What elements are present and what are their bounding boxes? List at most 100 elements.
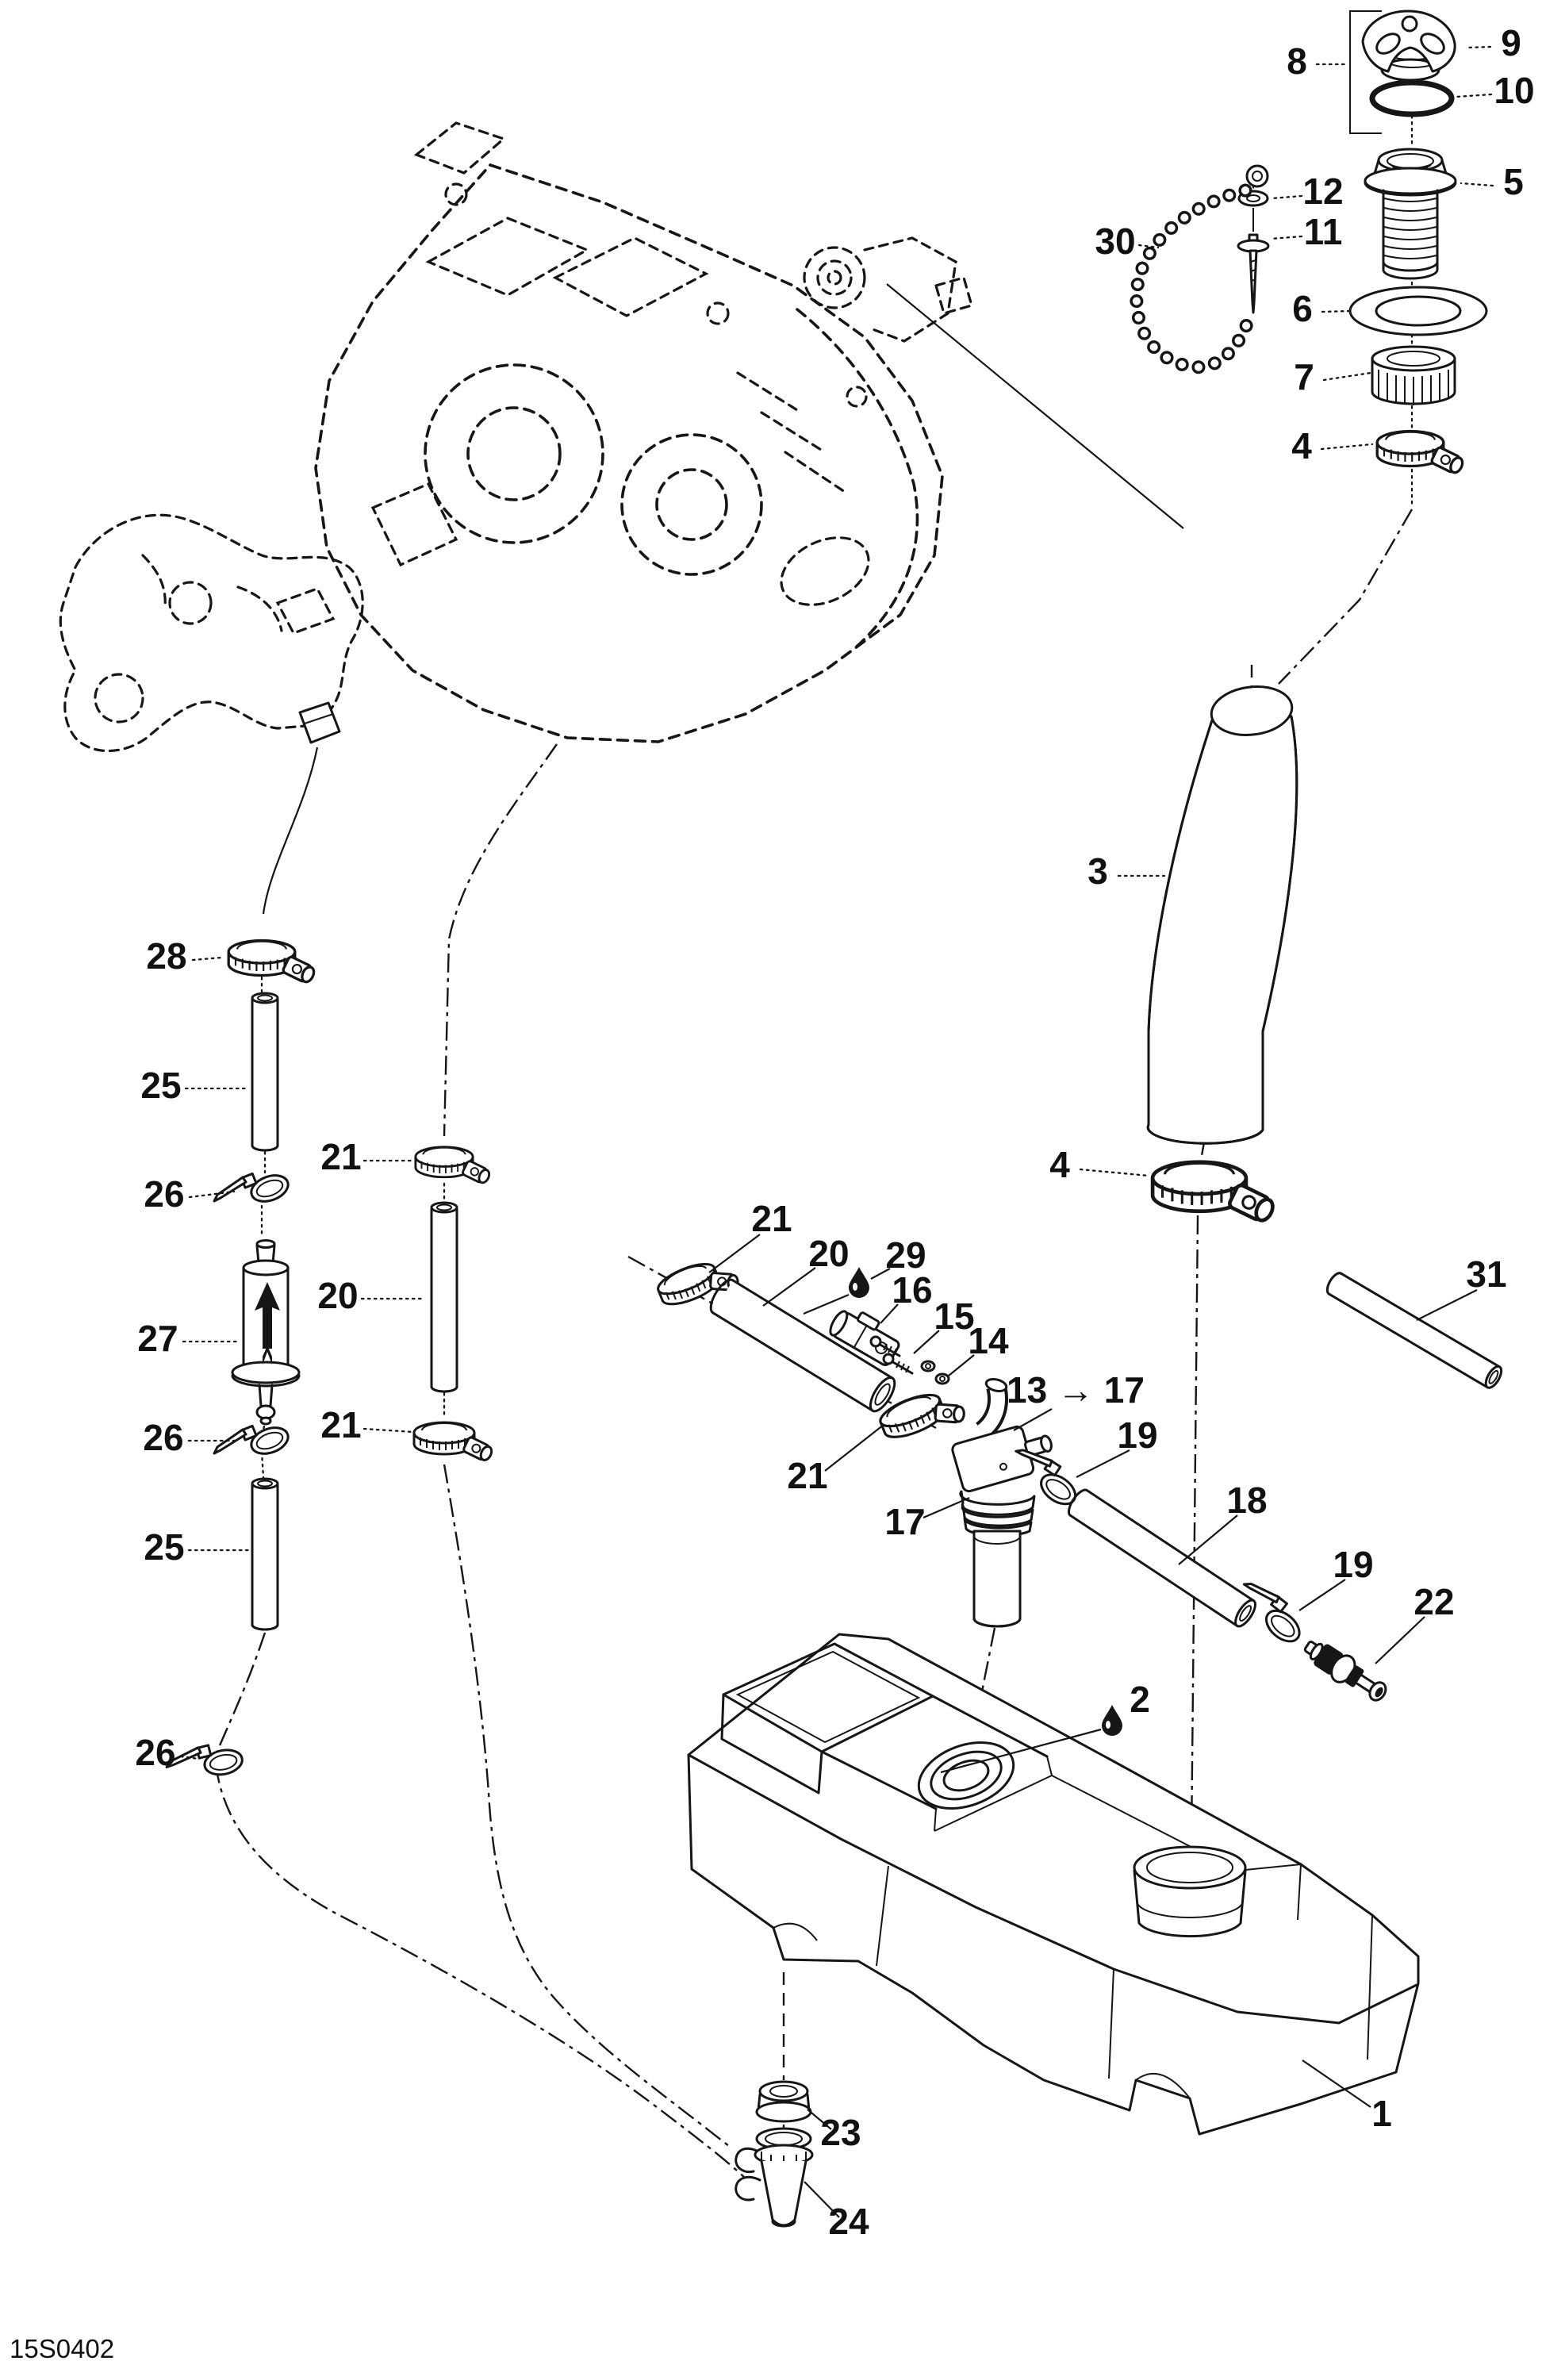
tube-31 xyxy=(1325,1272,1503,1389)
leader-c9 xyxy=(1464,45,1492,49)
grommet-23 xyxy=(755,2080,812,2123)
leader-c4a xyxy=(1320,443,1374,451)
cap-assembly-bracket xyxy=(1349,10,1382,134)
callout-c12: 12 xyxy=(1302,171,1343,212)
callout-c21b: 21 xyxy=(320,1404,361,1445)
callout-c20m: 20 xyxy=(317,1275,358,1316)
callout-c13: 13 → 17 xyxy=(1007,1369,1145,1411)
callout-c24: 24 xyxy=(828,2201,869,2242)
callout-c15: 15 xyxy=(934,1296,974,1337)
hose-clamp-4a xyxy=(1375,429,1467,477)
callout-c28: 28 xyxy=(146,935,186,977)
callout-c14: 14 xyxy=(968,1320,1009,1361)
callout-c5: 5 xyxy=(1503,161,1524,202)
nuts-14 xyxy=(920,1360,950,1385)
callout-c4b: 4 xyxy=(1049,1144,1070,1185)
callout-c7: 7 xyxy=(1294,356,1314,397)
lock-nut xyxy=(1371,345,1456,405)
leader-c28 xyxy=(191,956,224,962)
leader-c22 xyxy=(1375,1616,1425,1664)
leader-c31 xyxy=(1416,1289,1478,1321)
callout-c30: 30 xyxy=(1095,221,1135,262)
callout-c17: 17 xyxy=(884,1501,925,1542)
leader-c19a xyxy=(1076,1449,1130,1478)
leader-c10 xyxy=(1455,93,1493,98)
callout-c21a: 21 xyxy=(320,1136,361,1177)
callout-c16: 16 xyxy=(892,1269,932,1311)
leader-c18 xyxy=(1178,1514,1238,1565)
callout-c27: 27 xyxy=(137,1318,178,1359)
callout-c4a: 4 xyxy=(1291,425,1312,466)
callout-c10: 10 xyxy=(1494,70,1534,111)
leader-c26a xyxy=(188,1190,236,1199)
callout-c26a: 26 xyxy=(144,1173,184,1215)
check-valve-22 xyxy=(1303,1641,1387,1702)
callout-c18: 18 xyxy=(1226,1480,1267,1521)
leader-c11 xyxy=(1269,235,1303,240)
filler-hose xyxy=(1146,685,1298,1145)
fuel-line-20m xyxy=(430,1201,458,1393)
fuel-line-25a xyxy=(251,992,279,1152)
clamp-ring-28 xyxy=(227,939,318,986)
leader-c26c xyxy=(179,1755,200,1760)
callout-c20c: 20 xyxy=(808,1233,849,1274)
leader-c7 xyxy=(1322,371,1372,382)
tank-filler-opening xyxy=(1133,1845,1247,1890)
o-ring xyxy=(1369,79,1455,117)
callout-c3: 3 xyxy=(1087,850,1108,892)
bead-chain xyxy=(1130,164,1269,374)
leader-c1 xyxy=(1302,2059,1371,2108)
retainer-pin xyxy=(1237,208,1270,314)
leader-c13 xyxy=(1013,1408,1053,1431)
fuel-line-25b xyxy=(251,1477,279,1631)
leader-c29 xyxy=(870,1268,891,1280)
callout-c11: 11 xyxy=(1304,211,1343,252)
tie-wrap-26b xyxy=(213,1422,293,1460)
leader-c21b xyxy=(362,1427,414,1434)
engine-outline xyxy=(314,121,944,743)
leader-c6 xyxy=(1321,309,1352,313)
leader-c2 xyxy=(940,1728,1102,1774)
leader-c19b xyxy=(1298,1579,1346,1611)
leader-c15 xyxy=(913,1330,940,1354)
leader-c4b xyxy=(1079,1168,1150,1177)
callout-c21d: 21 xyxy=(787,1455,827,1496)
fuel-line-20d xyxy=(709,1278,896,1413)
callout-c21t: 21 xyxy=(751,1198,792,1239)
pump-outlet-nipple xyxy=(298,701,341,744)
callout-c29: 29 xyxy=(885,1234,926,1276)
diagram-code: 15S0402 xyxy=(10,2334,114,2363)
callout-c22: 22 xyxy=(1414,1581,1454,1622)
lubricant-droplet-2-icon xyxy=(1102,1705,1122,1736)
leader-c5 xyxy=(1460,182,1494,187)
callout-c25b: 25 xyxy=(144,1526,184,1568)
fuel-tank xyxy=(687,1633,1420,2136)
callout-c8: 8 xyxy=(1287,40,1307,82)
leader-c20c xyxy=(762,1267,816,1307)
leader-c14 xyxy=(948,1354,975,1376)
callout-c2: 2 xyxy=(1130,1679,1150,1720)
callout-c9: 9 xyxy=(1501,22,1521,63)
fuel-filter xyxy=(231,1239,301,1426)
callout-c26c: 26 xyxy=(135,1732,175,1773)
callout-c19b: 19 xyxy=(1333,1544,1373,1585)
leader-c12 xyxy=(1271,194,1303,200)
screw-15-icon xyxy=(882,1353,914,1375)
callout-c26b: 26 xyxy=(143,1417,183,1458)
hose-clamp-21a xyxy=(414,1146,493,1187)
drain-fitting-24 xyxy=(735,2127,814,2228)
hose-clamp-4b xyxy=(1153,1162,1276,1224)
fuel-cap xyxy=(1361,10,1456,82)
lubricant-droplet-29-icon xyxy=(849,1267,869,1298)
callout-c1: 1 xyxy=(1371,2093,1392,2134)
fuel-line-18 xyxy=(1068,1488,1256,1628)
leader-c23 xyxy=(807,2109,832,2130)
pickup-valve-17 xyxy=(951,1378,1053,1628)
leader-c21t xyxy=(708,1234,761,1273)
leader-c24 xyxy=(804,2181,840,2218)
filler-neck xyxy=(1364,148,1457,280)
leader-c21d xyxy=(824,1424,884,1472)
